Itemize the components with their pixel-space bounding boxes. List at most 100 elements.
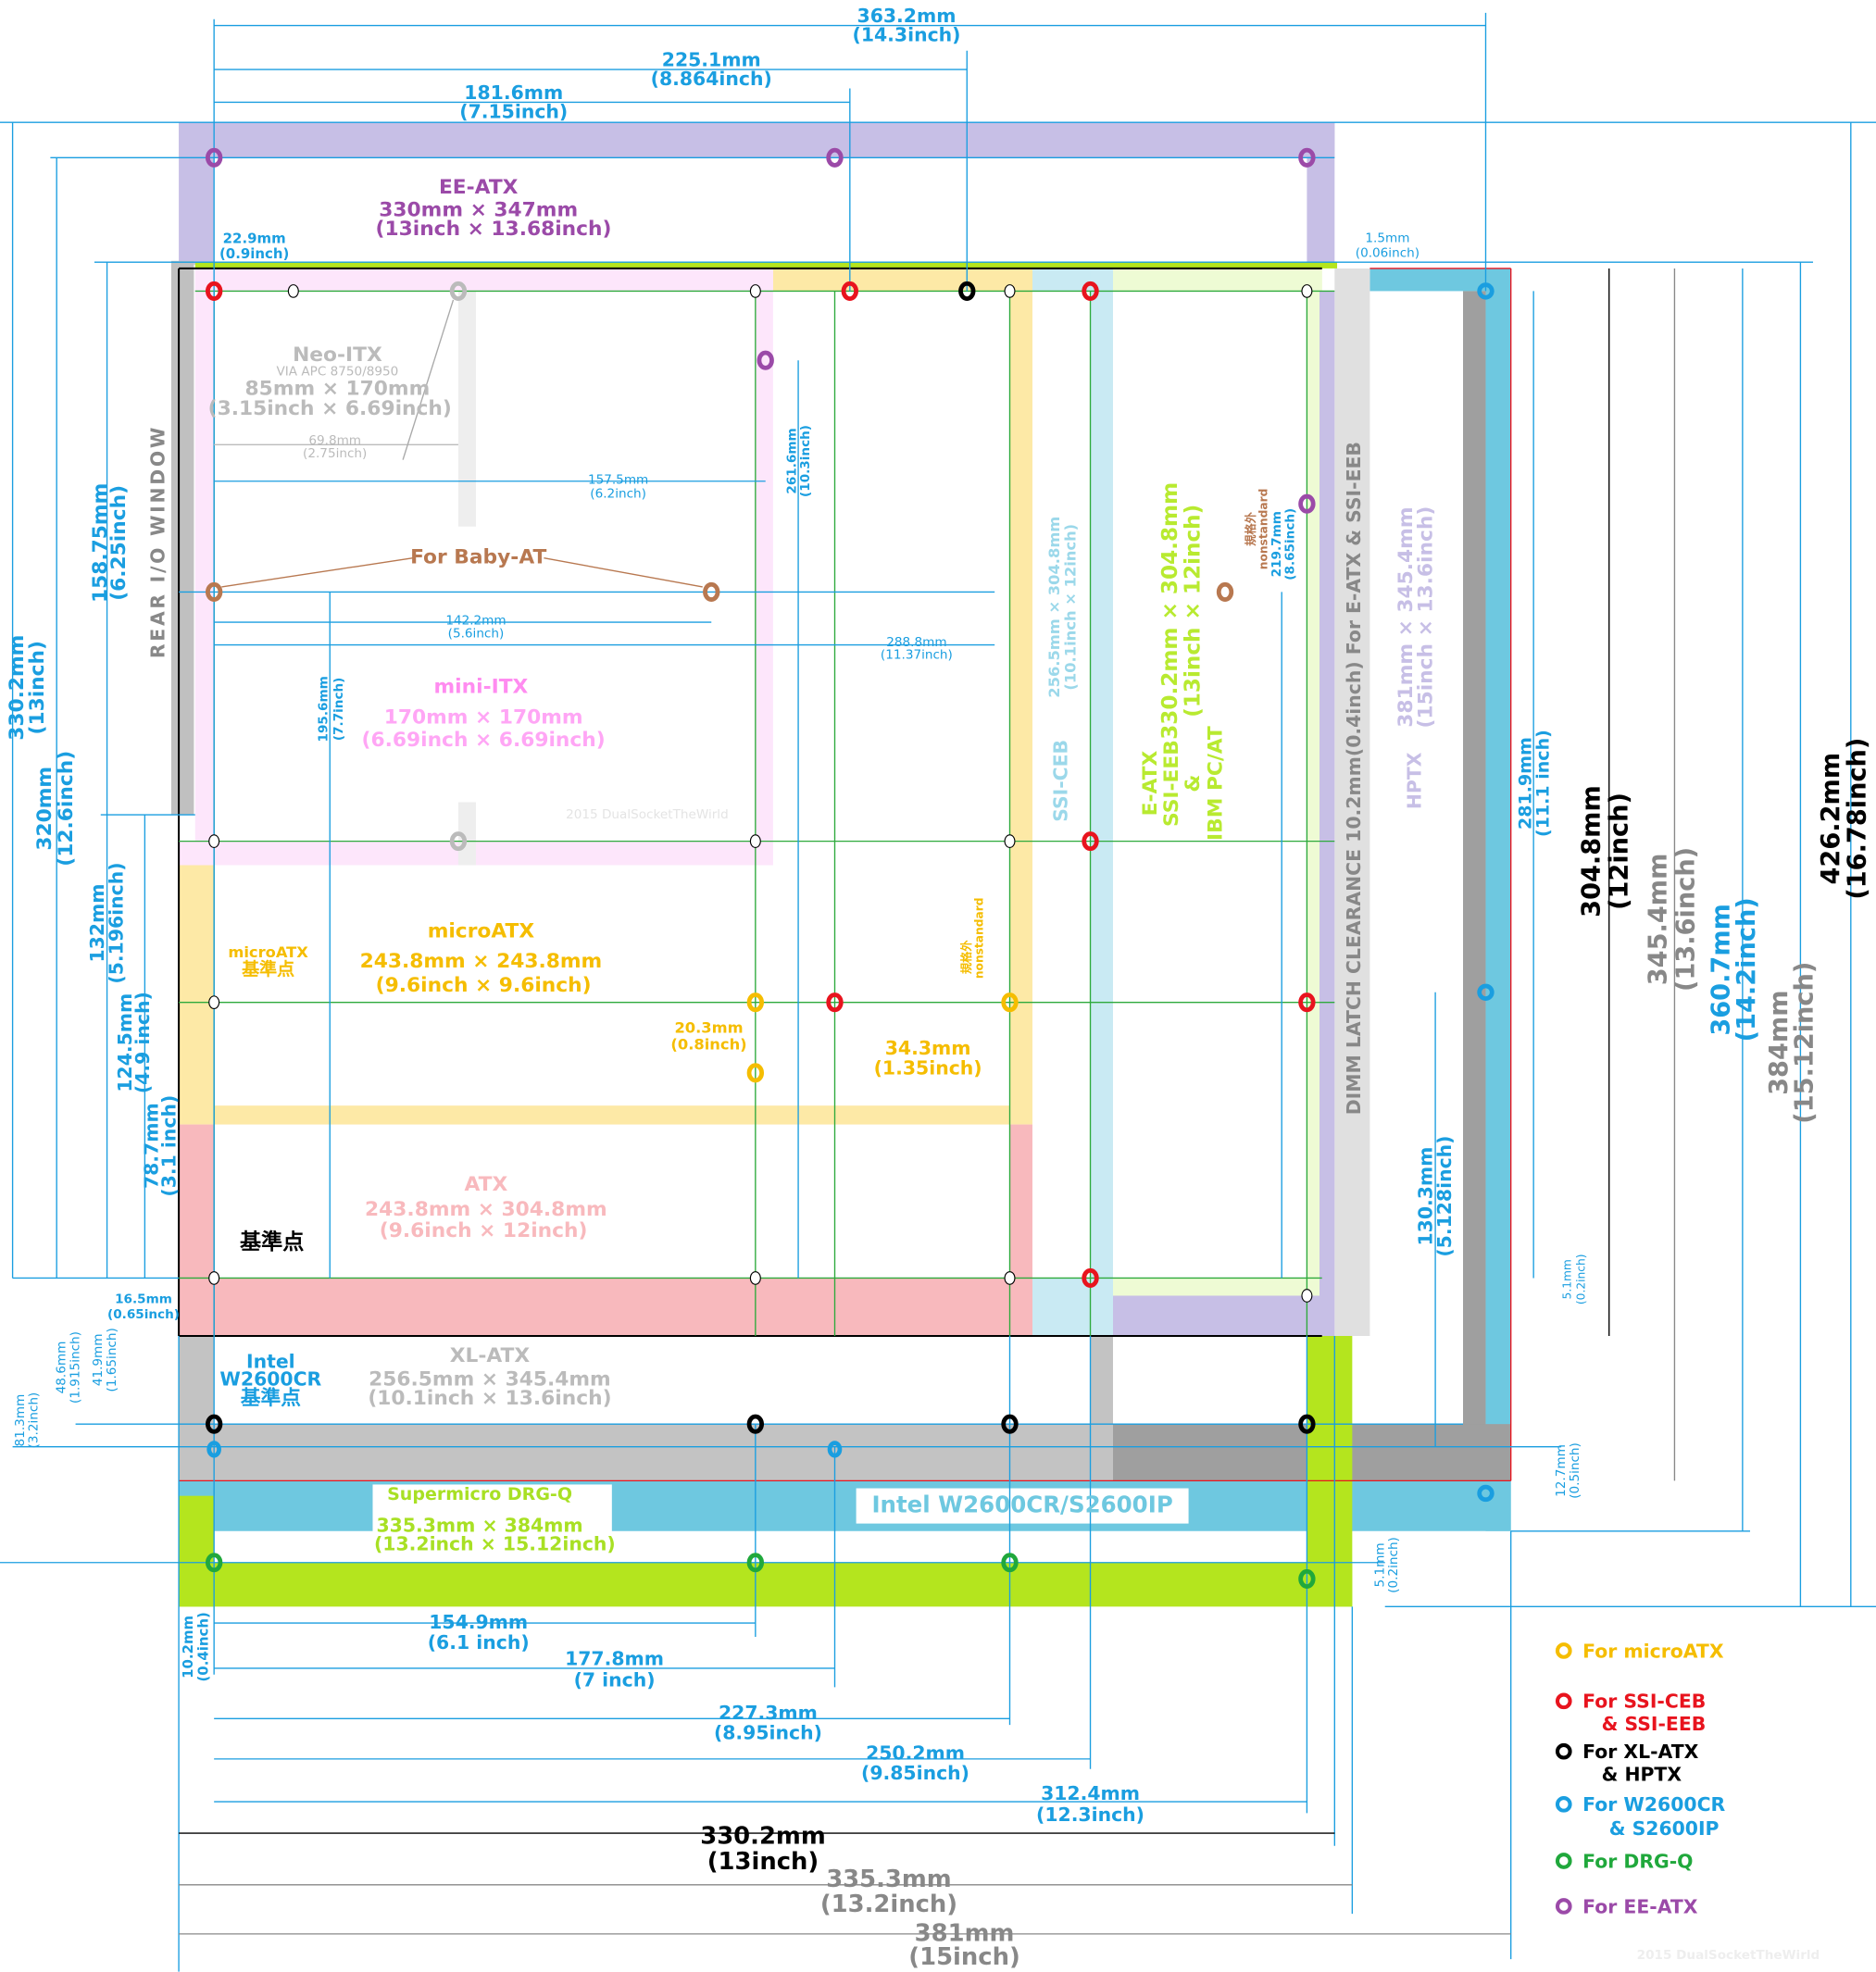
hole-atx [749,834,761,848]
dim-left-158-75: 158.75mm [89,483,112,603]
dim-top-225-1: 225.1mm [662,49,761,71]
intel-ref-label-1: Intel [246,1351,295,1373]
legend-label-2: & HPTX [1602,1764,1682,1786]
neo-itx-mm: 85mm × 170mm [245,377,431,400]
dim-left-41-9: 41.9mm [91,1333,106,1386]
dim-154-9: 154.9mm [429,1611,528,1633]
atx-region-bottom [179,1278,1032,1337]
micro-atx-ref-label-jp: 基準点 [241,958,294,980]
dim-left-330-2-inch: (13inch) [26,641,49,734]
ee-atx-inch: (13inch × 13.68inch) [376,218,612,241]
micro-atx-region-left [179,865,215,1125]
ssi-ceb-name: SSI-CEB [1049,740,1071,822]
dim-130-3-inch: (5.128inch) [1433,1135,1456,1256]
baby-at-arrow-left [221,557,414,588]
dim-227-3: 227.3mm [719,1702,818,1724]
dim-right-345-4-inch: (13.6inch) [1672,847,1701,992]
legend-label: For EE-ATX [1582,1895,1698,1917]
xl-atx-mm: 256.5mm × 345.4mm [369,1368,611,1392]
hole-baby-at [1216,581,1234,602]
dim-16-5-inch: (0.65inch) [107,1307,180,1322]
legend-hole-icon [1555,1795,1572,1813]
hole-baby-at [205,581,223,602]
micro-atx-mm: 243.8mm × 243.8mm [360,950,603,973]
e-atx-region-right [1307,268,1322,1337]
ssi-ceb-dims: 256.5mm × 304.8mm [1045,517,1063,698]
dim-5-1-a-inch: (0.2inch) [1574,1254,1587,1305]
legend-item-xl-atx: For XL-ATX & HPTX [1555,1741,1699,1786]
hole-drg-q [205,1553,223,1573]
outlines [178,267,1512,1482]
dim-5-1-a: 5.1mm [1560,1259,1573,1299]
dim-381-bottom-inch: (15inch) [908,1943,1020,1971]
mini-itx-region-left [194,268,215,866]
dim-219-7: 219.7mm [1269,511,1284,577]
hole-ssi [841,281,858,301]
dim-left-132: 132mm [86,884,108,963]
dim-142-2-inch: (5.6inch) [448,626,505,641]
dim-312-4: 312.4mm [1041,1782,1140,1804]
hole-drg-q [746,1553,765,1573]
e-atx-name: E-ATX [1139,751,1162,817]
neo-itx-inch: (3.15inch × 6.69inch) [208,397,452,420]
hole-w2600cr [1477,983,1495,1001]
nonstandard-en-right: nonstandard [1257,489,1270,570]
legend-hole-icon [1555,1853,1572,1869]
dim-left-81-3: 81.3mm [13,1394,28,1447]
hole-ssi [1298,992,1316,1013]
dim-16-5: 16.5mm [115,1292,172,1307]
legend-hole-icon [1555,1692,1572,1710]
ee-atx-mm: 330mm × 347mm [379,198,578,221]
drg-q-region-bottom [179,1562,1353,1607]
hole-ee-atx [1298,493,1316,514]
hole-micro-atx [746,992,765,1013]
dim-left-78-7-inch: (3.1 inch) [158,1095,181,1197]
legend-label: For XL-ATX [1582,1741,1698,1763]
hole-xl-atx [205,1414,223,1434]
top-dimension-lines [11,24,1852,1607]
hole-ee-atx [205,147,223,168]
mini-itx-inch: (6.69inch × 6.69inch) [362,729,606,752]
mini-itx-mm: 170mm × 170mm [384,705,583,729]
legend-label: For microATX [1582,1640,1724,1662]
dim-left-132-inch: (5.196inch) [105,862,127,983]
legend-item-ssi: For SSI-CEB & SSI-EEB [1555,1691,1706,1735]
dim-top-181-6-inch: (7.15inch) [459,100,568,122]
dim-130-3: 130.3mm [1415,1147,1437,1246]
w2600cr-name: Intel W2600CR/S2600IP [871,1491,1172,1518]
dim-22-9-inch: (0.9inch) [219,245,289,262]
dim-177-8: 177.8mm [565,1647,664,1669]
dim-154-9-inch: (6.1 inch) [428,1631,530,1654]
hole-micro-atx [1001,992,1019,1013]
drg-q-mm: 335.3mm × 384mm [376,1514,582,1536]
dim-288-8: 288.8mm [886,635,946,650]
legend-label: For DRG-Q [1582,1850,1693,1872]
dimm-latch-clearance [1334,268,1370,1337]
xl-atx-inch: (10.1inch × 13.6inch) [368,1387,611,1410]
dim-right-384: 384mm [1765,990,1794,1094]
legend: For microATX For SSI-CEB & SSI-EEB For X… [1555,1640,1820,1963]
hole-ee-atx [1298,147,1316,168]
nonstandard-jp-micro: 規格外 [959,940,973,974]
dim-261-6-inch: (10.3inch) [798,425,813,497]
hptx-dims: 381mm × 345.4mm [1394,506,1418,727]
e-atx-region-bottom [1113,1278,1322,1296]
hole-atx [1004,834,1016,848]
dim-219-7-inch: (8.65inch) [1283,508,1298,580]
drg-q-region-right [1307,1336,1353,1607]
dim-right-426-2-inch: (16.78inch) [1843,738,1871,900]
hole-ssi [205,281,223,301]
dim-right-304-8: 304.8mm [1578,785,1607,917]
neo-itx-name: Neo-ITX [293,343,382,367]
dim-top-363-2-inch: (14.3inch) [853,23,961,45]
e-atx-region [1113,268,1322,292]
hole-baby-at [703,581,720,602]
dim-left-81-3-inch: (3.2inch) [27,1392,42,1449]
dim-250-2: 250.2mm [866,1741,965,1764]
bottom-dimension-lines [214,360,1307,1803]
micro-atx-region-right [1009,268,1032,1125]
ssi-ceb-region-bottom [1032,1278,1114,1337]
dim-34-3: 34.3mm [885,1037,971,1059]
dim-10-2-inch: (0.4inch) [194,1612,211,1681]
micro-atx-inch: (9.6inch × 9.6inch) [376,974,592,997]
